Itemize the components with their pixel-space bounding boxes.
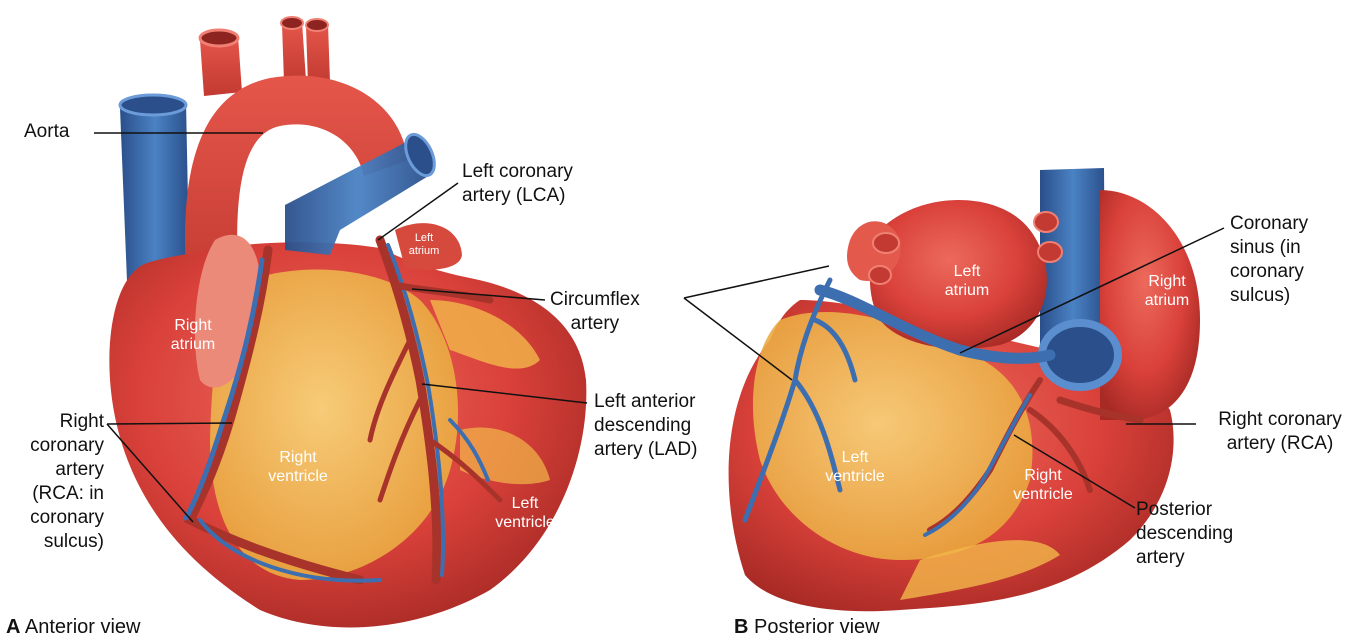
caption-anterior-letter: A <box>6 616 20 638</box>
aortic-branch-2 <box>282 22 306 82</box>
caption-posterior-text: Posterior view <box>754 616 880 638</box>
label-aorta: Aorta <box>24 120 69 144</box>
label-right-ventricle-posterior: Right ventricle <box>1000 466 1086 504</box>
svc-opening <box>120 95 186 115</box>
pulmonary-vein-2 <box>869 266 891 284</box>
label-right-coronary-artery-anterior: Right coronary artery (RCA: in coronary … <box>8 410 104 554</box>
label-left-ventricle-posterior: Left ventricle <box>815 448 895 486</box>
pulmonary-vein-1 <box>873 233 899 253</box>
label-posterior-descending-artery: Posterior descending artery <box>1136 498 1233 570</box>
leader-circumflex-b1 <box>684 266 829 298</box>
label-right-coronary-artery-posterior: Right coronary artery (RCA) <box>1196 408 1364 456</box>
label-coronary-sinus: Coronary sinus (in coronary sulcus) <box>1230 212 1308 308</box>
leader-rca-a1 <box>107 423 232 424</box>
pulmonary-vein-4 <box>1038 242 1062 262</box>
caption-posterior: B Posterior view <box>734 616 880 639</box>
aortic-branch-3 <box>306 24 330 84</box>
aortic-branch-opening-3 <box>306 19 328 31</box>
caption-anterior-text: Anterior view <box>25 616 141 638</box>
label-right-atrium-posterior: Right atrium <box>1132 272 1202 310</box>
label-left-anterior-descending-artery: Left anterior descending artery (LAD) <box>594 390 697 462</box>
caption-posterior-letter: B <box>734 616 748 638</box>
label-right-atrium-anterior: Right atrium <box>158 316 228 354</box>
label-left-atrium-anterior: Left atrium <box>404 232 444 258</box>
aortic-branch-opening-1 <box>200 30 238 46</box>
label-right-ventricle-anterior: Right ventricle <box>258 448 338 486</box>
label-left-atrium-posterior: Left atrium <box>935 262 999 300</box>
label-left-coronary-artery: Left coronary artery (LCA) <box>462 160 573 208</box>
label-left-ventricle-anterior: Left ventricle <box>482 494 568 532</box>
aortic-branch-opening-2 <box>281 17 303 29</box>
pulmonary-vein-3 <box>1034 212 1058 232</box>
posterior-heart <box>729 168 1200 611</box>
label-circumflex-artery-anterior: Circumflex artery <box>550 288 640 336</box>
caption-anterior: A Anterior view <box>6 616 141 639</box>
